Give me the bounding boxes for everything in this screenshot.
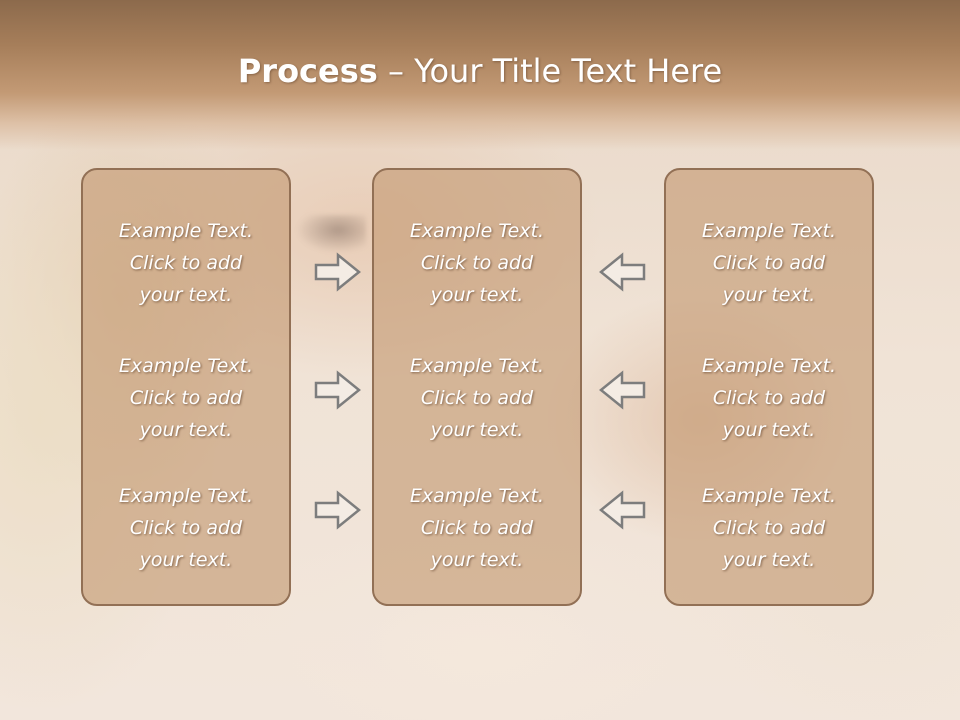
background-eyelash: [296, 215, 366, 253]
text-block[interactable]: Example Text. Click to add your text.: [374, 215, 580, 311]
text-line: Click to add: [712, 252, 826, 274]
panel-left[interactable]: Example Text. Click to add your text. Ex…: [81, 168, 291, 606]
text-line: Example Text.: [409, 485, 545, 507]
slide-title[interactable]: Process – Your Title Text Here: [0, 52, 960, 90]
panel-center[interactable]: Example Text. Click to add your text. Ex…: [372, 168, 582, 606]
text-line: Example Text.: [409, 220, 545, 242]
text-line: Example Text.: [118, 485, 254, 507]
text-line: your text.: [722, 549, 816, 571]
text-block[interactable]: Example Text. Click to add your text.: [83, 480, 289, 576]
right-arrow-icon: [314, 252, 362, 292]
text-line: Click to add: [129, 387, 243, 409]
left-arrow-icon: [598, 490, 646, 530]
text-line: Click to add: [129, 517, 243, 539]
text-line: your text.: [722, 419, 816, 441]
text-line: Example Text.: [701, 355, 837, 377]
title-dash: –: [377, 52, 415, 90]
text-line: Example Text.: [118, 355, 254, 377]
title-bold: Process: [237, 52, 378, 90]
text-block[interactable]: Example Text. Click to add your text.: [374, 350, 580, 446]
text-line: Click to add: [712, 517, 826, 539]
title-rest: Your Title Text Here: [414, 52, 723, 90]
text-block[interactable]: Example Text. Click to add your text.: [666, 480, 872, 576]
panel-right[interactable]: Example Text. Click to add your text. Ex…: [664, 168, 874, 606]
text-block[interactable]: Example Text. Click to add your text.: [666, 350, 872, 446]
text-line: your text.: [139, 549, 233, 571]
text-line: Click to add: [712, 387, 826, 409]
left-arrow-icon: [598, 370, 646, 410]
text-block[interactable]: Example Text. Click to add your text.: [83, 215, 289, 311]
text-block[interactable]: Example Text. Click to add your text.: [666, 215, 872, 311]
left-arrow-icon: [598, 252, 646, 292]
text-line: Click to add: [420, 252, 534, 274]
text-line: Example Text.: [701, 220, 837, 242]
text-line: your text.: [430, 419, 524, 441]
text-block[interactable]: Example Text. Click to add your text.: [374, 480, 580, 576]
text-line: your text.: [722, 284, 816, 306]
text-line: Example Text.: [701, 485, 837, 507]
text-line: Example Text.: [118, 220, 254, 242]
text-line: Example Text.: [409, 355, 545, 377]
text-line: your text.: [430, 284, 524, 306]
title-band: [0, 0, 960, 150]
text-line: Click to add: [129, 252, 243, 274]
text-line: your text.: [139, 419, 233, 441]
right-arrow-icon: [314, 370, 362, 410]
text-block[interactable]: Example Text. Click to add your text.: [83, 350, 289, 446]
text-line: Click to add: [420, 387, 534, 409]
right-arrow-icon: [314, 490, 362, 530]
text-line: your text.: [430, 549, 524, 571]
text-line: Click to add: [420, 517, 534, 539]
text-line: your text.: [139, 284, 233, 306]
